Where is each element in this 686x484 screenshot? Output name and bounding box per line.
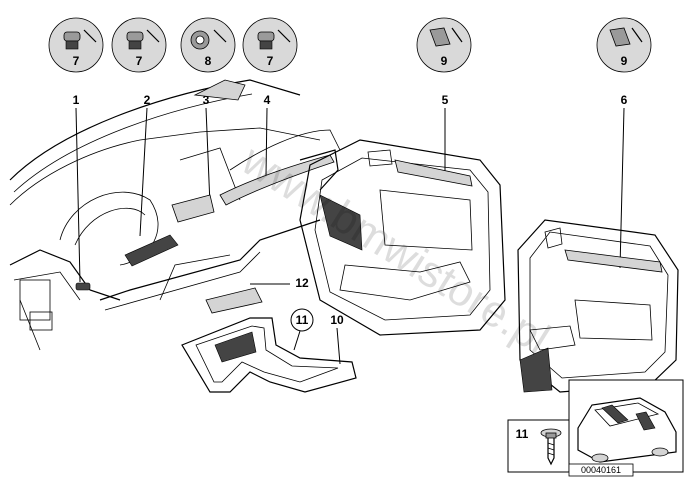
svg-text:1: 1 <box>73 93 80 107</box>
part-label-3: 3 <box>203 93 211 206</box>
svg-text:5: 5 <box>442 93 449 107</box>
svg-text:4: 4 <box>264 93 271 107</box>
callout-6: 9 <box>596 17 652 73</box>
callout-1: 7 <box>48 17 104 73</box>
svg-text:11: 11 <box>296 313 309 327</box>
clip-icon <box>429 27 463 47</box>
part-label-11: 11 <box>290 308 314 351</box>
trim-piece-12 <box>205 287 263 314</box>
callout-number: 7 <box>73 54 80 68</box>
svg-text:00040161: 00040161 <box>581 465 621 475</box>
callout-2: 7 <box>111 17 167 73</box>
callout-4: 7 <box>242 17 298 73</box>
trim-strip-1 <box>75 282 91 291</box>
screw-inset: 11 <box>507 419 571 473</box>
clip-icon <box>609 27 643 47</box>
front-door-panel-illustration <box>299 139 506 336</box>
callout-number: 9 <box>441 54 448 68</box>
vehicle-inset <box>568 379 684 473</box>
watermark: www.bmwistore.pl <box>233 135 558 364</box>
door-trim-5 <box>394 159 473 187</box>
door-trim-6 <box>564 249 663 273</box>
grommet-icon <box>190 29 227 50</box>
part-label-2: 2 <box>139 93 151 237</box>
svg-text:3: 3 <box>203 93 210 107</box>
clip-icon <box>257 29 291 50</box>
car-icon <box>577 397 677 463</box>
part-label-5: 5 <box>442 93 449 178</box>
callout-number: 7 <box>267 54 274 68</box>
callout-number: 9 <box>621 54 628 68</box>
reference-code: 00040161 <box>568 463 634 477</box>
part-label-6: 6 <box>619 93 628 269</box>
trim-strip-3 <box>171 194 215 223</box>
callout-5: 9 <box>416 17 472 73</box>
trim-strip-4 <box>219 154 335 206</box>
dashboard-illustration <box>9 79 341 351</box>
svg-text:12: 12 <box>295 276 309 290</box>
screw-icon <box>540 428 562 466</box>
clip-icon <box>63 29 97 50</box>
clip-icon <box>126 29 160 50</box>
part-label-4: 4 <box>264 93 271 177</box>
trim-strip-2 <box>124 234 179 267</box>
inset-number: 11 <box>516 427 529 441</box>
console-trim-illustration <box>181 287 357 393</box>
svg-text:2: 2 <box>144 93 151 107</box>
part-label-1: 1 <box>73 93 81 283</box>
callout-number: 7 <box>136 54 143 68</box>
part-label-10: 10 <box>330 313 344 365</box>
svg-text:10: 10 <box>330 313 344 327</box>
svg-text:6: 6 <box>621 93 628 107</box>
callout-3: 8 <box>180 17 236 73</box>
callout-number: 8 <box>205 54 212 68</box>
part-label-12: 12 <box>250 276 309 290</box>
rear-door-panel-illustration <box>517 219 679 393</box>
